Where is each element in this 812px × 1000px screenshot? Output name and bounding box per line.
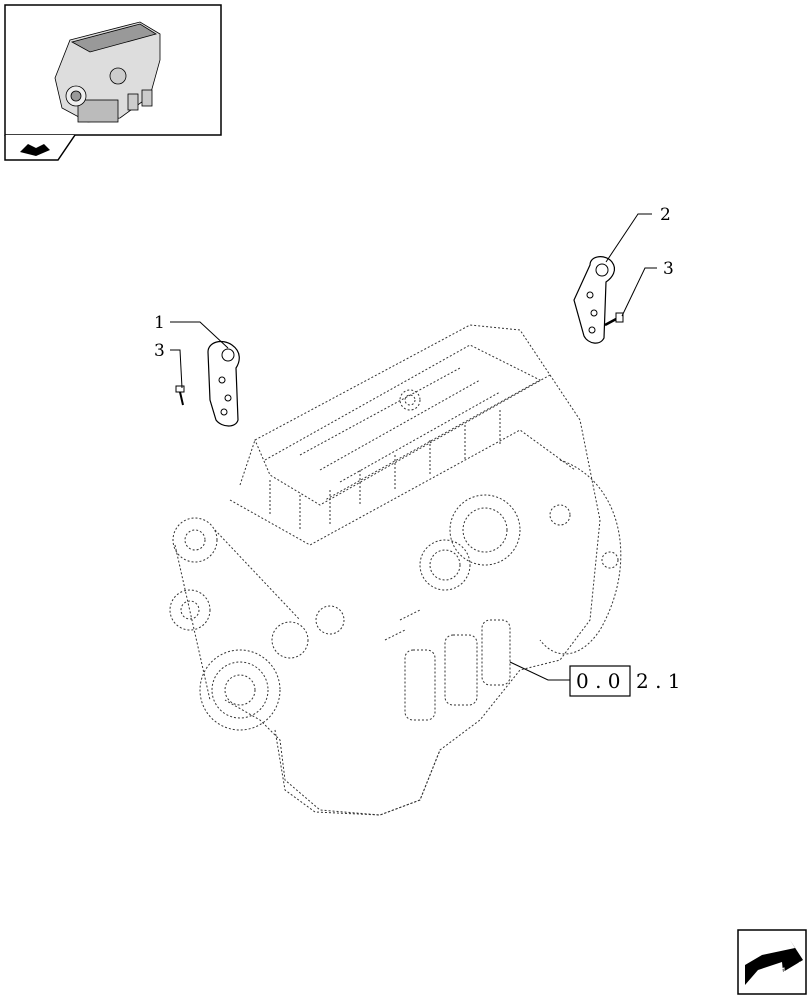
- engine-thumbnail-icon[interactable]: [4, 4, 222, 136]
- callout-part-1: 1: [154, 313, 165, 333]
- reference-boxed: 0 . 0: [576, 669, 621, 693]
- callout-part-2: 2: [660, 205, 671, 225]
- leader-lines: [170, 213, 657, 681]
- bracket-part-1[interactable]: [207, 340, 240, 427]
- bolt-part-3-left[interactable]: [175, 385, 185, 406]
- book-page-icon[interactable]: [4, 134, 76, 161]
- callout-part-3-right: 3: [663, 259, 674, 279]
- reference-code[interactable]: 0 . 0 2 . 1: [569, 665, 681, 697]
- bolt-part-3-right[interactable]: [604, 312, 624, 327]
- next-page-arrow-icon[interactable]: [737, 929, 807, 995]
- bracket-part-2[interactable]: [573, 256, 616, 344]
- reference-rest: 2 . 1: [636, 669, 681, 693]
- callout-part-3-left: 3: [154, 341, 165, 361]
- engine-outline: [169, 324, 622, 816]
